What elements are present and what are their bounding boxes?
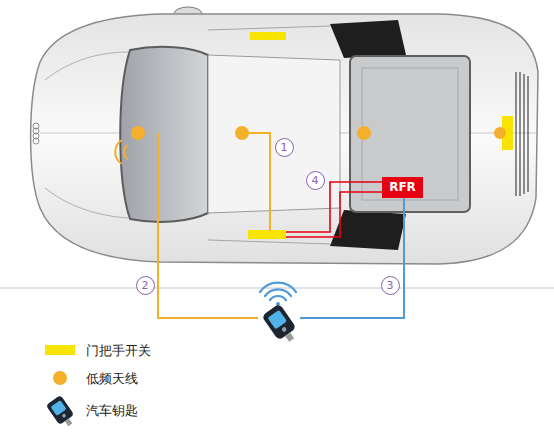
node-text: RFR — [389, 180, 416, 194]
legend-text: 低频天线 — [86, 370, 138, 388]
legend-swatch — [45, 345, 75, 355]
callout-text: 2 — [142, 280, 149, 291]
legend-swatch — [53, 371, 67, 385]
receiver-box: RFR — [382, 177, 423, 198]
callout-number: 1 — [275, 138, 294, 157]
callout-text: 1 — [281, 142, 288, 153]
callout-text: 4 — [312, 175, 319, 186]
legend-text: 汽车钥匙 — [86, 402, 138, 420]
callout-text: 3 — [387, 280, 394, 291]
callout-number: 4 — [306, 171, 325, 190]
callout-number: 2 — [136, 276, 155, 295]
legend-text: 门把手开关 — [86, 342, 151, 360]
callout-number: 3 — [381, 276, 400, 295]
